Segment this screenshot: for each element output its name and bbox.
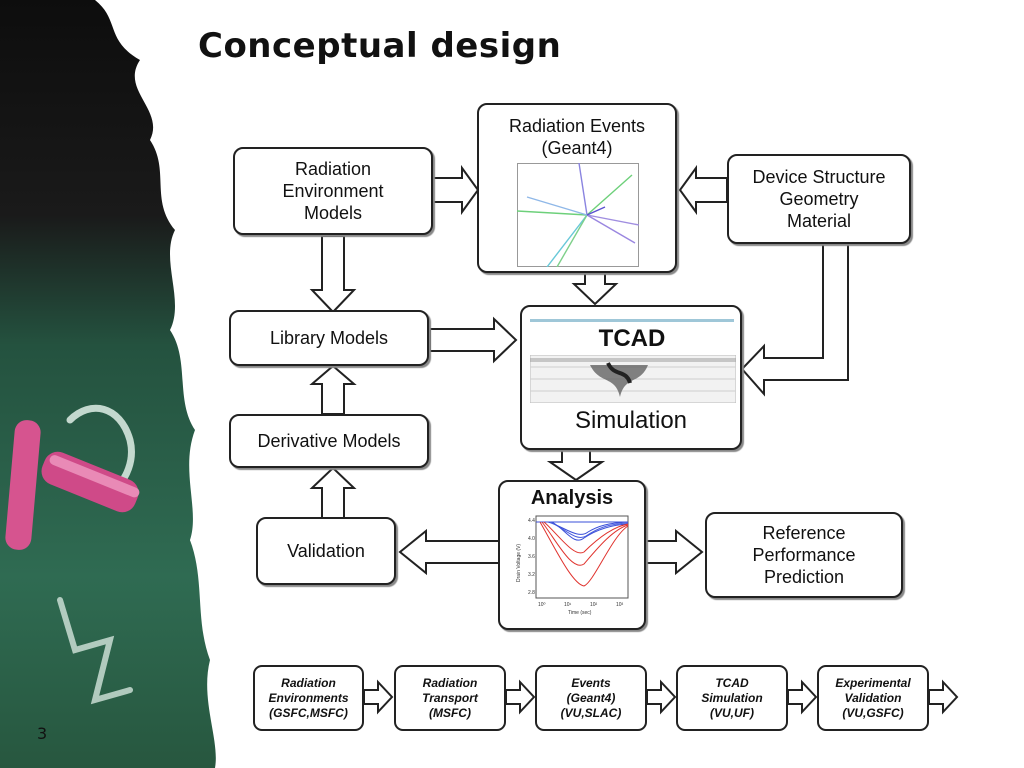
tcad-title: TCAD [598, 325, 666, 352]
validation-node: Validation [256, 517, 396, 585]
drain-voltage-plot: 4.4 4.0 3.6 3.2 2.8 10⁰ 10¹ 10² 10³ Time… [516, 515, 629, 616]
particle-track-plot [517, 163, 639, 267]
arrow-analysis-to-validation [398, 528, 501, 576]
xtick-0: 10⁰ [538, 602, 546, 608]
arrow-device-to-events [678, 164, 728, 216]
slide-number: 3 [37, 724, 48, 743]
pipeline-arrow-5 [928, 679, 959, 715]
pipeline-arrow-3 [646, 679, 677, 715]
tcad-header-bar [530, 319, 734, 322]
ytick-3.6: 3.6 [528, 554, 535, 560]
pipeline-tcad-simulation: TCAD Simulation (VU,UF) [676, 665, 788, 731]
chalkboard-decoration [0, 0, 216, 768]
chalk-stick-icon [5, 420, 140, 550]
arrow-events-to-tcad [571, 271, 619, 306]
pipeline-arrow-1 [363, 679, 394, 715]
slide-title: Conceptual design [198, 26, 562, 66]
y-axis-label: Drain Voltage (V) [516, 544, 522, 582]
x-axis-label: Time (sec) [568, 610, 592, 616]
radiation-events-node: Radiation Events (Geant4) [477, 103, 677, 273]
pipeline-arrow-4 [787, 679, 818, 715]
arrow-env-to-events [432, 164, 480, 216]
xtick-3: 10³ [616, 602, 624, 608]
tcad-subtitle: Simulation [574, 407, 688, 434]
arrow-env-to-library [309, 235, 357, 314]
device-structure-node: Device Structure Geometry Material [727, 154, 911, 244]
arrow-analysis-to-reference [644, 528, 704, 576]
arrow-device-to-tcad [740, 243, 849, 397]
pipeline-arrow-2 [505, 679, 536, 715]
radiation-environment-models-node: Radiation Environment Models [233, 147, 433, 235]
xtick-1: 10¹ [564, 602, 572, 608]
ytick-3.2: 3.2 [528, 572, 535, 578]
library-models-node: Library Models [229, 310, 429, 366]
tcad-simulation-node: TCAD Simulation [520, 305, 742, 450]
pipeline-experimental-validation: Experimental Validation (VU,GSFC) [817, 665, 929, 731]
arrow-validation-to-derivative [309, 466, 357, 519]
arrow-derivative-to-library [309, 364, 357, 415]
device-mesh-image [530, 355, 736, 403]
xtick-2: 10² [590, 602, 598, 608]
reference-performance-node: Reference Performance Prediction [705, 512, 903, 598]
pipeline-radiation-environments: Radiation Environments (GSFC,MSFC) [253, 665, 364, 731]
ytick-4.4: 4.4 [528, 518, 535, 524]
derivative-models-node: Derivative Models [229, 414, 429, 468]
analysis-title: Analysis [530, 487, 614, 509]
arrow-tcad-to-analysis [546, 448, 606, 482]
ytick-2.8: 2.8 [528, 590, 535, 596]
pipeline-radiation-transport: Radiation Transport (MSFC) [394, 665, 506, 731]
ytick-4.0: 4.0 [528, 536, 535, 542]
pipeline-events: Events (Geant4) (VU,SLAC) [535, 665, 647, 731]
analysis-node: Analysis 4.4 4.0 3.6 3.2 2.8 10⁰ 10¹ 10²… [498, 480, 646, 630]
arrow-library-to-tcad [429, 316, 518, 364]
